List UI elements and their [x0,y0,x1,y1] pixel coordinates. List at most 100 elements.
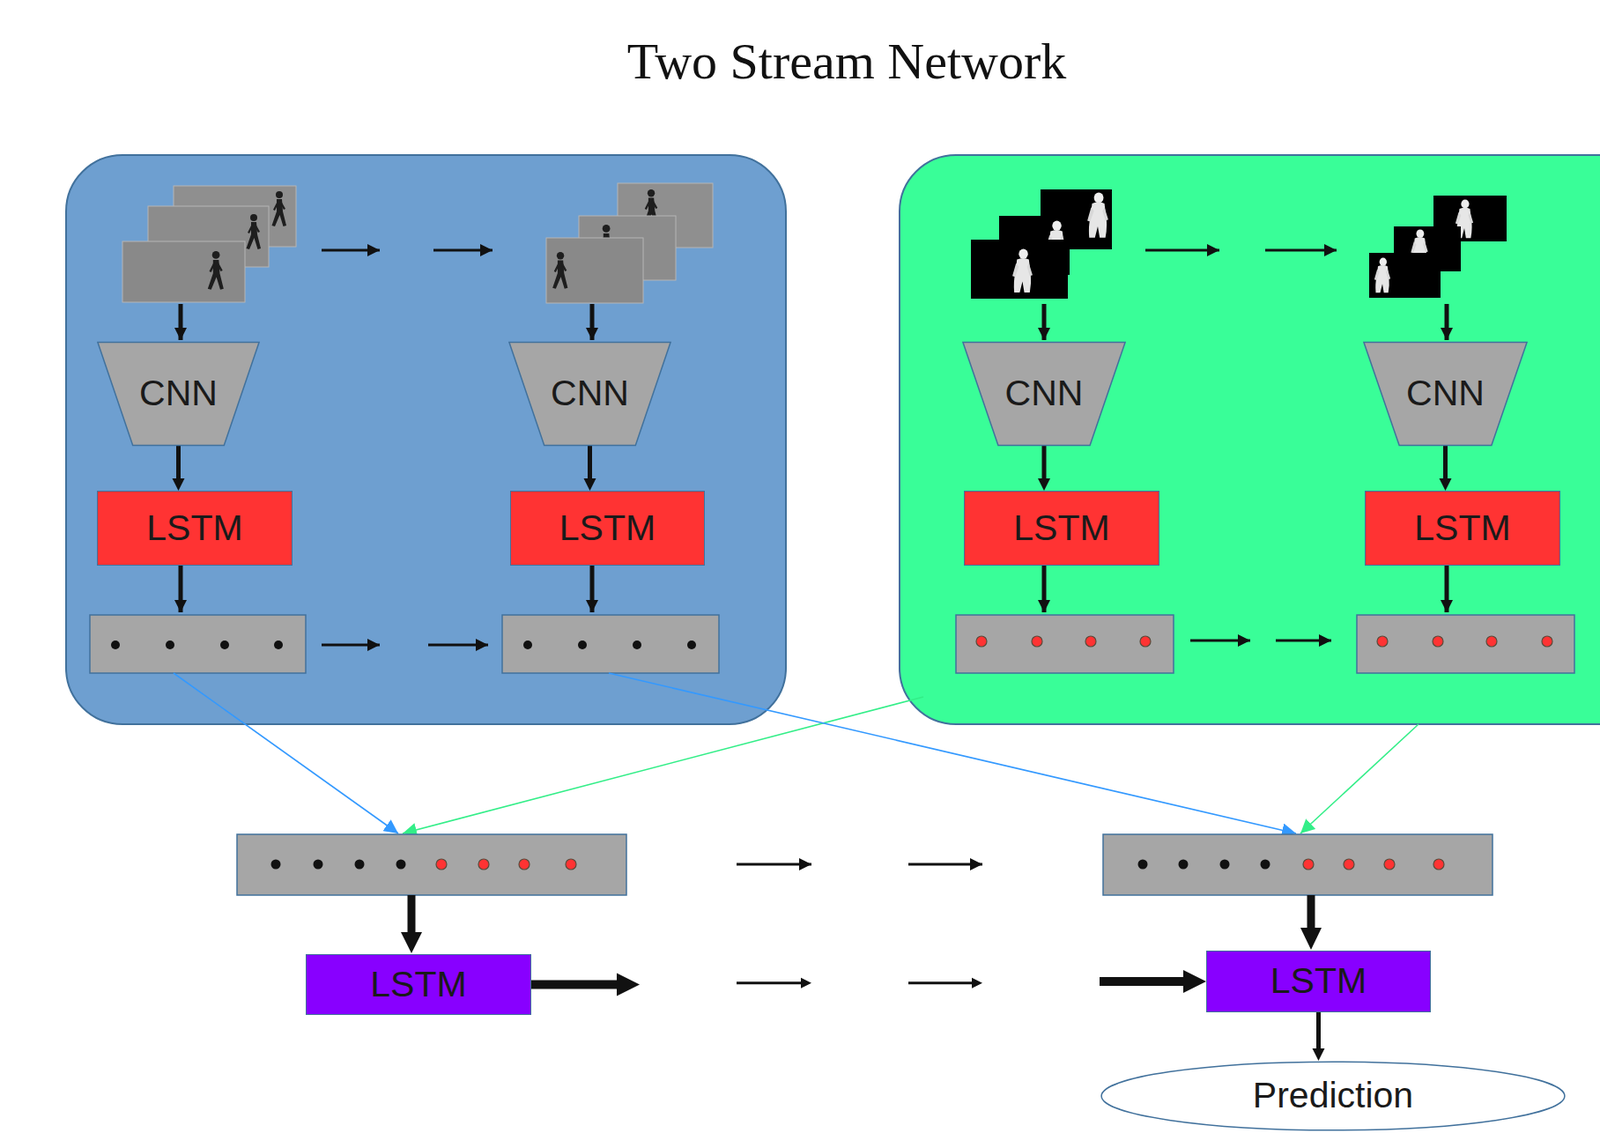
drawing-part [1486,636,1497,647]
drawing-part [565,859,577,870]
node-label: LSTM [146,508,243,549]
drawing-part [122,241,245,303]
arrow-head [172,478,186,491]
node-label: LSTM [370,964,467,1005]
arrow-shaft [176,445,181,481]
drawing-part [1012,249,1033,293]
arrow-shaft [736,981,803,985]
drawing-part [178,303,184,341]
drawing-part [1433,859,1445,870]
lstm-box: LSTM [963,490,1160,566]
feature-vector [955,614,1174,674]
drawing-part [237,834,627,896]
drawing-part [1103,834,1493,896]
arrow-shaft [908,981,974,985]
arrow-head [1183,970,1207,993]
drawing-part [1300,927,1322,950]
cnn-trapezoid: CNN [962,341,1126,446]
drawing-part [1190,639,1251,643]
cnn-trapezoid: CNN [1362,341,1528,446]
node-label: CNN [1005,373,1084,414]
drawing-part [274,640,283,650]
lstm-box: LSTM [1364,490,1561,566]
feature-vector [89,614,306,674]
arrow-head [1037,478,1051,491]
drawing-part [436,859,447,870]
fusion-lstm-box: LSTM [1206,950,1431,1013]
arrow-shaft [1316,1012,1321,1051]
fusion-line [173,673,1419,834]
drawing-part [955,614,1174,674]
prediction-ellipse: Prediction [1099,1060,1567,1132]
drawing-part [552,251,568,289]
trapezoid-shape [509,342,671,446]
drawing-part [246,214,262,250]
sequence-arrow [321,640,1332,645]
feature-vector [1356,614,1575,674]
drawing-part [271,859,282,870]
feature-vector [502,614,719,674]
drawing-part [220,640,230,650]
drawing-part [478,859,489,870]
drawing-part [608,673,1297,834]
node-label: CNN [550,373,630,414]
node-label: LSTM [1013,508,1110,549]
arrow-shaft [1443,445,1448,481]
node-label: Prediction [1252,1075,1414,1116]
drawing-part [1377,636,1388,647]
arrow-head [971,977,983,989]
node-label: LSTM [1270,961,1367,1001]
node-label: CNN [1406,373,1485,414]
drawing-part [1384,859,1395,870]
drawing-part [1145,249,1220,252]
drawing-part [433,249,493,252]
lstm-box: LSTM [96,490,293,566]
connector-arrow [584,445,597,491]
drawing-part [970,239,1068,299]
connector-arrow [172,445,186,491]
drawing-part [1042,565,1047,613]
drawing-part [1087,192,1109,238]
sequence-arrow [736,863,983,867]
fused-vector [237,834,627,896]
connector-arrow [531,970,1207,997]
frame-stack [546,183,713,304]
connector-arrow [1037,445,1051,491]
arrow-shaft [587,445,593,481]
drawing-part [1343,859,1355,870]
drawing-part [1307,895,1316,930]
trapezoid-shape [1363,342,1527,446]
drawing-part [1138,859,1149,870]
drawing-part [396,859,407,870]
rgb-stream-panel [66,155,786,725]
drawing-part [1303,859,1314,870]
drawing-part [402,696,924,834]
arrow-head [584,478,597,491]
drawing-part [523,640,533,650]
drawing-part [736,863,812,867]
fused-vector [1103,834,1493,896]
drawing-part [1541,636,1553,647]
drawing-part [1042,303,1047,341]
drawing-part [1356,614,1575,674]
cnn-trapezoid: CNN [96,341,260,446]
drawing-part [546,237,644,304]
drawing-part [1444,565,1450,613]
fusion-lstm-box: LSTM [305,954,532,1015]
drawing-part [89,614,306,674]
arrow-head [616,973,640,997]
frame-stack [122,185,297,303]
drawing-part [400,932,423,954]
arrow-shaft [531,980,619,990]
drawing-part [1444,303,1450,341]
drawing-part [207,251,224,290]
cnn-trapezoid: CNN [508,341,672,446]
drawing-part [321,249,380,252]
connector-arrow [1312,1012,1326,1061]
drawing-part [272,191,288,227]
drawing-part [687,640,697,650]
drawing-part [178,565,184,613]
node-label: CNN [139,373,218,414]
drawing-part [1369,252,1441,298]
